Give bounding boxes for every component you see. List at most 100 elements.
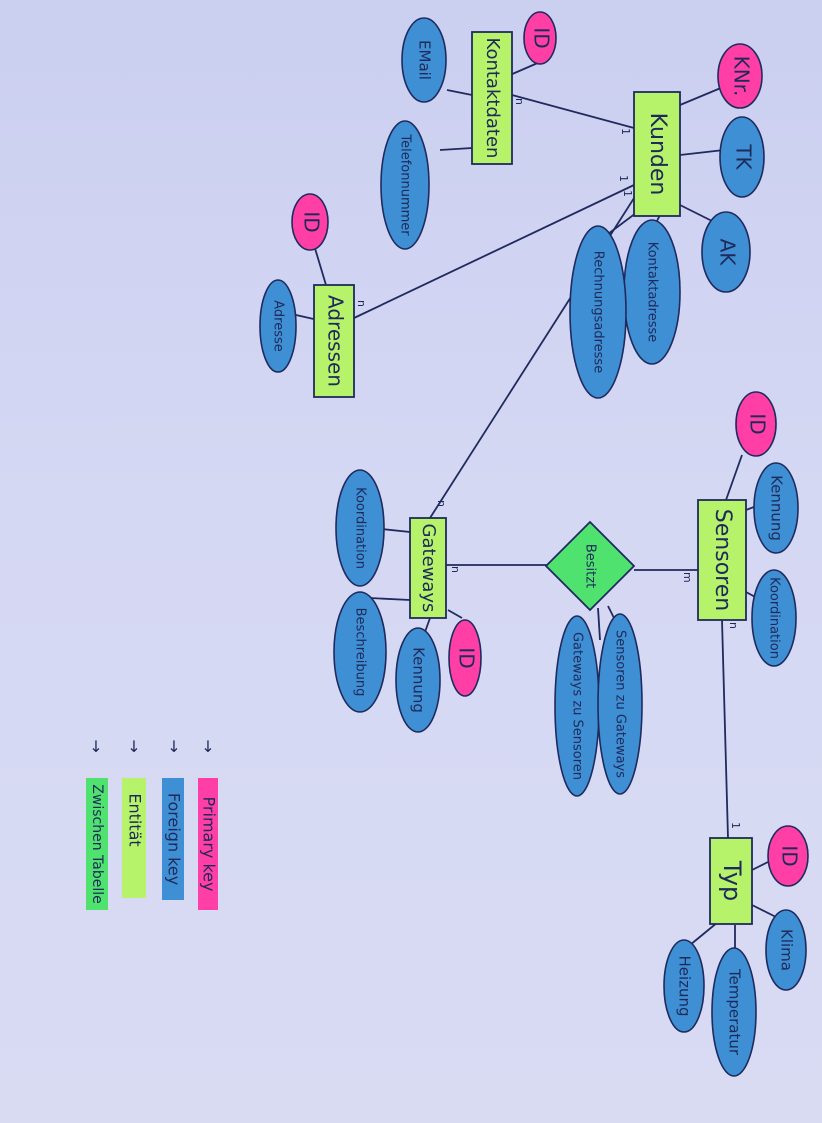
pk-sensoren-id: ID <box>735 391 777 457</box>
attribute-kunden-kontaktadresse: Kontaktadresse <box>623 219 681 365</box>
card-adressen-kunden-1: 1 <box>617 175 630 182</box>
legend-entitaet: Entität <box>122 778 146 898</box>
pk-gateways-id: ID <box>448 619 482 697</box>
svg-text:Rechnungsadresse: Rechnungsadresse <box>591 251 606 373</box>
svg-text:Adresse: Adresse <box>271 300 286 352</box>
svg-text:TK: TK <box>732 143 756 170</box>
edge-kontaktdaten-kunden <box>511 94 635 129</box>
entity-typ: Typ <box>709 837 753 925</box>
svg-text:Telefonnummer: Telefonnummer <box>398 133 413 236</box>
relationship-besitzt: Besitzt <box>544 520 636 612</box>
svg-text:Zwischen Tabelle: Zwischen Tabelle <box>89 784 105 903</box>
svg-text:Sensoren: Sensoren <box>710 509 735 611</box>
edge-adressen-id <box>313 244 327 286</box>
pk-adressen-id: ID <box>291 193 329 251</box>
legend-arrow-entitaet: ↓ <box>127 737 140 756</box>
edge-gateways-id <box>447 609 463 619</box>
svg-text:Typ: Typ <box>718 860 746 901</box>
edges <box>295 61 779 950</box>
entity-adressen: Adressen <box>313 284 355 398</box>
primary-keys: ID KNr. ID ID ID ID <box>291 11 809 887</box>
svg-text:Koordination: Koordination <box>767 577 782 659</box>
svg-text:Koordination: Koordination <box>353 487 368 569</box>
attribute-typ-klima: Klima <box>765 909 807 991</box>
cardinalities: n 1 n 1 n 1 n m n 1 <box>355 98 742 829</box>
edge-besitzt-sensoren-zu-gateways <box>607 605 615 619</box>
svg-text:Besitzt: Besitzt <box>583 544 598 588</box>
attribute-typ-heizung: Heizung <box>663 939 705 1033</box>
card-gateways-kunden-n: n <box>435 500 448 507</box>
edge-gateways-kennung <box>424 617 431 633</box>
svg-text:AK: AK <box>716 239 740 267</box>
card-sensoren-besitzt-m: m <box>681 572 694 583</box>
attribute-gateways-kennung: Kennung <box>395 627 441 733</box>
edge-typ-heizung <box>689 921 719 946</box>
edge-kunden-ak <box>679 204 715 223</box>
svg-text:Primary key: Primary key <box>200 797 219 892</box>
svg-text:Temperatur: Temperatur <box>726 968 744 1056</box>
legend-foreign-key: Foreign key <box>162 778 184 900</box>
svg-text:Beschreibung: Beschreibung <box>353 608 368 697</box>
attribute-kunden-tk: TK <box>719 116 765 198</box>
attribute-sensoren-kennung: Kennung <box>753 462 799 554</box>
legend-zwischentabelle: Zwischen Tabelle <box>86 778 108 910</box>
edge-gateways-beschreibung <box>369 597 411 601</box>
edge-kontaktdaten-id <box>509 61 541 76</box>
svg-text:Adressen: Adressen <box>324 295 348 387</box>
entity-sensoren: Sensoren <box>697 499 747 621</box>
card-sensoren-typ-n: n <box>727 622 740 629</box>
legend-arrow-foreign-key: ↓ <box>167 737 180 756</box>
svg-text:ID: ID <box>746 413 770 434</box>
svg-text:Gateways zu Sensoren: Gateways zu Sensoren <box>570 632 585 780</box>
edge-sensoren-typ <box>721 619 729 839</box>
pk-kontaktdaten-id: ID <box>523 11 557 65</box>
entities: Kontaktdaten Kunden Adressen Gateways Se… <box>313 31 753 925</box>
attribute-besitzt-gateways-zu-sensoren: Gateways zu Sensoren <box>554 615 600 797</box>
edge-adressen-kunden <box>353 184 635 319</box>
edge-kunden-tk <box>679 149 725 156</box>
svg-text:EMail: EMail <box>416 40 434 80</box>
svg-text:ID: ID <box>778 845 802 866</box>
attribute-typ-temperatur: Temperatur <box>711 947 757 1077</box>
svg-text:Sensoren zu Gateways: Sensoren zu Gateways <box>613 630 628 778</box>
card-kontaktdaten-kunden-1: 1 <box>619 128 632 135</box>
card-gateways-besitzt-n: n <box>449 566 462 573</box>
card-sensoren-typ-1: 1 <box>729 822 742 829</box>
edge-sensoren-id <box>725 454 743 501</box>
svg-text:Kennung: Kennung <box>410 647 428 713</box>
legend-arrow-primary-key: ↓ <box>201 737 214 756</box>
svg-text:Kontaktdaten: Kontaktdaten <box>482 38 503 159</box>
svg-text:Entität: Entität <box>126 793 145 846</box>
card-kontaktdaten-n: n <box>513 98 526 105</box>
entity-kunden: Kunden <box>633 91 681 217</box>
svg-text:Heizung: Heizung <box>676 955 694 1016</box>
card-gateways-kunden-1: 1 <box>621 190 634 197</box>
edge-besitzt-gateways-zu-sensoren <box>597 607 601 641</box>
attribute-besitzt-sensoren-zu-gateways: Sensoren zu Gateways <box>597 613 643 795</box>
attribute-kontaktdaten-telefon: Telefonnummer <box>380 120 430 250</box>
edge-typ-klima <box>751 904 779 919</box>
attribute-kontaktdaten-email: EMail <box>401 17 447 103</box>
attribute-adressen-adresse: Adresse <box>259 279 297 373</box>
card-adressen-n: n <box>355 300 368 307</box>
svg-text:Gateways: Gateways <box>418 524 439 613</box>
edge-kontaktdaten-email <box>446 89 473 96</box>
entity-kontaktdaten: Kontaktdaten <box>471 31 513 165</box>
svg-text:Kennung: Kennung <box>768 475 786 541</box>
svg-text:Kunden: Kunden <box>645 113 670 196</box>
pk-typ-id: ID <box>767 825 809 887</box>
legend-arrow-zwischentabelle: ↓ <box>89 737 102 756</box>
attribute-gateways-koordination: Koordination <box>335 469 385 587</box>
attributes: EMail Telefonnummer TK AK Kontaktadresse… <box>259 17 807 1077</box>
attribute-gateways-beschreibung: Beschreibung <box>333 591 387 713</box>
pk-kunden-knr: KNr. <box>717 43 763 109</box>
svg-text:Klima: Klima <box>778 929 796 971</box>
svg-text:KNr.: KNr. <box>730 56 754 97</box>
attribute-kunden-rechnungsadresse: Rechnungsadresse <box>569 225 627 399</box>
attribute-sensoren-koordination: Koordination <box>751 569 797 667</box>
svg-text:ID: ID <box>530 27 554 48</box>
legend: ↓ ↓ ↓ ↓ Primary key Foreign key Entität … <box>86 737 219 910</box>
legend-primary-key: Primary key <box>198 778 219 910</box>
edge-kontaktdaten-telefon <box>439 147 473 151</box>
